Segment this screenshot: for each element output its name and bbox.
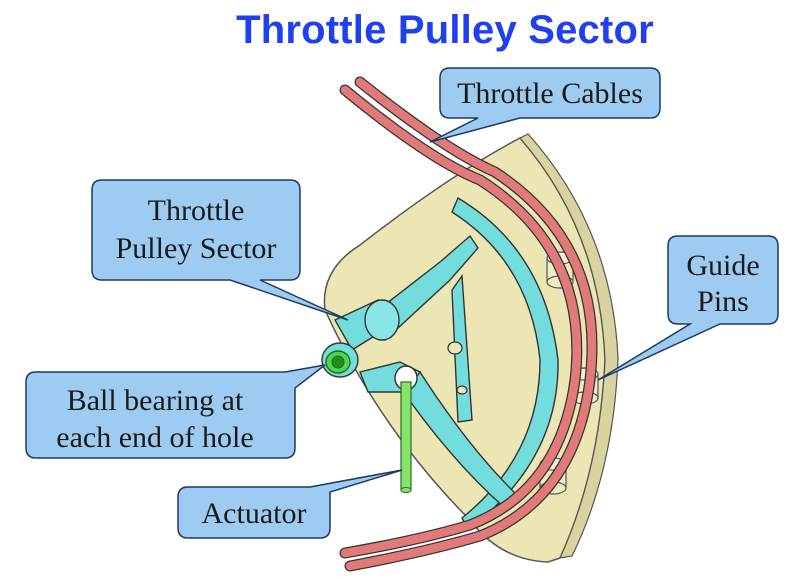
callout-ball-bearing-line2: each end of hole [56,421,253,454]
callout-pulley-sector-line1: Throttle [148,194,245,227]
callout-pulley-sector-line2: Pulley Sector [116,232,277,265]
callout-pulley-sector: Throttle Pulley Sector [91,179,349,321]
callout-guide-pins: Guide Pins [597,235,779,381]
throttle-cables [339,76,598,572]
callout-ball-bearing-line1: Ball bearing at [67,384,244,417]
callout-guide-pins-line2: Pins [697,285,749,318]
callout-actuator-label: Actuator [202,497,307,530]
ball-bearing [325,350,351,374]
callout-guide-pins-line1: Guide [686,249,759,282]
callout-throttle-cables: Throttle Cables [429,67,661,143]
callout-actuator: Actuator [177,469,403,539]
callout-ball-bearing: Ball bearing at each end of hole [25,364,326,459]
actuator-rod [400,381,412,493]
diagram-title: Throttle Pulley Sector [236,8,654,52]
callout-throttle-cables-label: Throttle Cables [457,77,643,110]
